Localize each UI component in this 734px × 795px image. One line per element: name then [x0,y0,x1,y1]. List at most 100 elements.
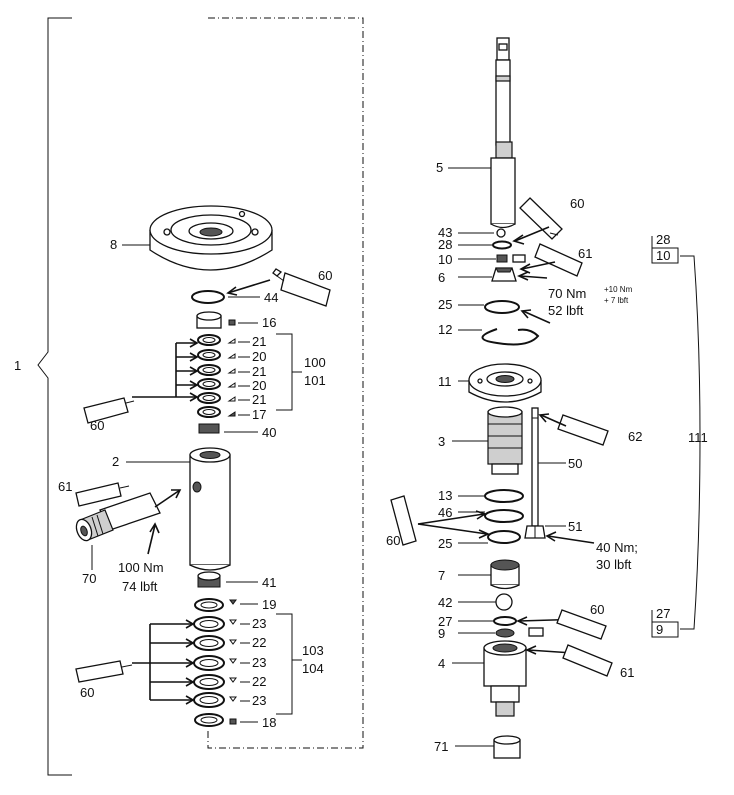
torque-100-nm: 100 Nm [118,560,164,575]
part-label-1: 1 [14,358,21,373]
seal-27 [493,616,517,626]
part-label-22b: 22 [252,674,266,689]
part-label-6: 6 [438,270,445,285]
gland-16 [196,311,222,329]
grease-tube-icon [272,268,331,307]
lube-label-61-c: 61 [620,665,634,680]
grease-tube-icon [557,414,609,446]
o-ring-46 [484,509,524,523]
part-label-4: 4 [438,656,445,671]
part-label-23c: 23 [252,693,266,708]
part-label-21a: 21 [252,334,266,349]
part-label-2: 2 [112,454,119,469]
kit-box-lower [651,610,679,638]
part-label-101: 101 [304,373,326,388]
kit-bracket-103-104 [276,613,293,715]
part-label-3: 3 [438,434,445,449]
kit-box-lower-b: 9 [656,622,663,637]
lube-label-60-a: 60 [318,268,332,283]
bearing-41 [197,571,221,588]
part-label-20b: 20 [252,378,266,393]
lube-label-60-d: 60 [570,196,584,211]
part-label-50: 50 [568,456,582,471]
o-ring-44 [191,290,225,304]
part-label-103: 103 [302,643,324,658]
part-label-23a: 23 [252,616,266,631]
lube-label-60-f: 60 [590,602,604,617]
grease-tube-icon [390,495,417,546]
mounting-plate-8 [149,205,273,271]
o-ring-25-a [484,300,520,314]
part-label-40: 40 [262,425,276,440]
packing-stack-lower [193,598,225,727]
grease-tube-icon [534,243,583,277]
grease-tube-icon [556,609,607,640]
lube-label-61-b: 61 [578,246,592,261]
valve-housing-7 [490,559,520,590]
kit-box-upper-b: 10 [656,248,670,263]
part-label-70: 70 [82,571,96,586]
torque-74-lbft: 74 lbft [122,579,158,594]
torque-70-nm: 70 Nm [548,286,586,301]
tie-rod-50 [531,407,539,527]
part-label-46: 46 [438,505,452,520]
part-label-25a: 25 [438,297,452,312]
part-label-21c: 21 [252,392,266,407]
torque-30-lbft: 30 lbft [596,557,632,572]
fitting-70 [75,492,161,542]
piston-valve-6 [491,267,517,282]
part-label-51: 51 [568,519,582,534]
grease-tube-icon [75,660,133,683]
part-label-104: 104 [302,661,324,676]
o-ring-13 [484,489,524,503]
grease-tube-icon [83,397,135,424]
retaining-ring-12 [481,328,540,346]
lube-label-60-e: 60 [386,533,400,548]
grease-tube-icon [562,644,613,677]
part-label-13: 13 [438,488,452,503]
part-label-9: 9 [438,626,445,641]
part-label-11: 11 [438,374,452,389]
ball-43 [496,228,506,238]
part-label-42: 42 [438,595,452,610]
part-label-16: 16 [262,315,276,330]
part-label-12: 12 [438,322,452,337]
dashed-link-line [207,17,364,749]
part-label-43: 43 [438,225,452,240]
part-label-20a: 20 [252,349,266,364]
ball-42 [495,593,513,611]
part-label-17: 17 [252,407,266,422]
part-label-8: 8 [110,237,117,252]
kit-box-lower-a: 27 [656,606,670,621]
part-label-44: 44 [264,290,278,305]
part-label-10: 10 [438,252,452,267]
cylinder-2 [189,447,231,571]
displacement-rod-5 [490,37,516,229]
seal-28 [492,240,512,250]
part-label-19: 19 [262,597,276,612]
part-label-23b: 23 [252,655,266,670]
packing-nut-plate-11 [468,363,542,403]
part-label-25b: 25 [438,536,452,551]
part-label-7: 7 [438,568,445,583]
packing-stack-upper [197,334,221,418]
seal-10 [496,254,526,263]
torque-70-nm-tol: +10 Nm [604,285,633,294]
part-label-28: 28 [438,237,452,252]
foot-valve-4 [483,640,527,717]
part-label-27: 27 [438,614,452,629]
kit-bracket-100-101 [276,333,293,411]
part-label-22a: 22 [252,635,266,650]
part-label-21b: 21 [252,364,266,379]
torque-40-nm: 40 Nm; [596,540,638,555]
part-label-18: 18 [262,715,276,730]
part-label-71: 71 [434,739,448,754]
kit-box-upper-a: 28 [656,232,670,247]
nut-51 [524,525,546,539]
assembly-brace-left [37,17,72,776]
grease-tube-icon [75,482,130,507]
grease-tube-icon [519,197,563,240]
lube-label-61-a: 61 [58,479,72,494]
kit-box-upper [651,236,679,264]
